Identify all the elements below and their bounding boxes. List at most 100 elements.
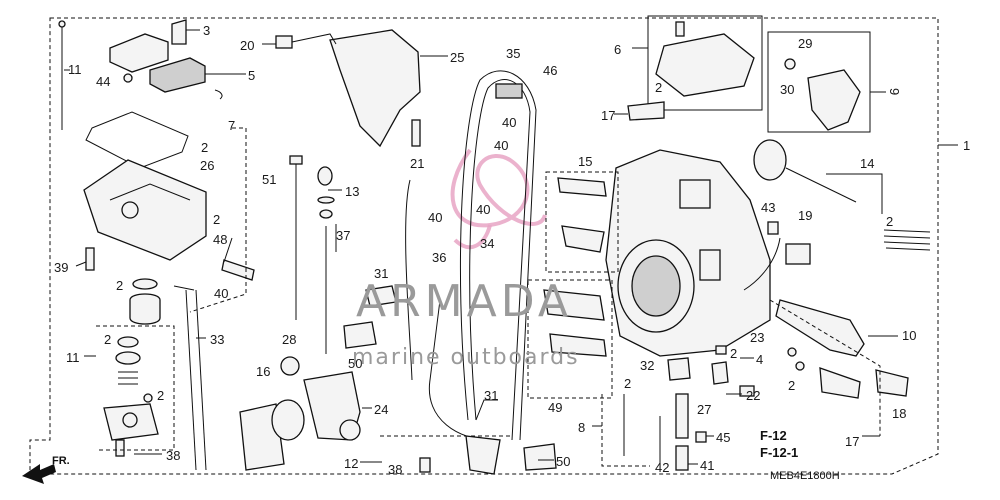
- callout-2-needle: 2: [624, 376, 631, 391]
- callout-23: 23: [750, 330, 764, 345]
- callout-41: 41: [700, 458, 714, 473]
- pump-cap: [115, 351, 141, 365]
- boundary-49: [527, 279, 613, 399]
- screw-38b: [419, 457, 431, 473]
- screw-45: [695, 431, 707, 443]
- boundary-15: [545, 171, 619, 273]
- reference-code-secondary: F-12-1: [760, 445, 798, 460]
- left-assembly: [58, 19, 255, 457]
- o-ring-2a: [132, 278, 158, 290]
- washer-44: [123, 73, 133, 83]
- boundary-17: [769, 299, 881, 436]
- link-49a: [543, 289, 605, 321]
- chamber-port: [121, 201, 139, 219]
- link-15a: [557, 177, 607, 197]
- o-ring-2e: [795, 361, 805, 371]
- needle-clip: [289, 155, 303, 165]
- lever-9: [807, 69, 861, 131]
- carb-bore: [631, 255, 681, 317]
- callout-37: 37: [336, 228, 350, 243]
- bolt-43: [767, 221, 779, 235]
- jet-4: [711, 361, 729, 385]
- callout-26: 26: [200, 158, 214, 173]
- hose-sleeve: [495, 83, 523, 99]
- plate-50b: [523, 443, 557, 471]
- callout-38-choke: 38: [388, 462, 402, 477]
- hose-46: [469, 79, 531, 441]
- callout-31-b: 31: [484, 388, 498, 403]
- washer-2-jet: [715, 345, 727, 355]
- link-15b: [561, 225, 605, 253]
- callout-40-c: 40: [428, 210, 442, 225]
- callout-43: 43: [761, 200, 775, 215]
- callout-22: 22: [746, 388, 760, 403]
- callout-28: 28: [282, 332, 296, 347]
- callout-51: 51: [262, 172, 276, 187]
- jet-41: [675, 445, 689, 471]
- boundary-11: [96, 325, 175, 451]
- boundary-8: [601, 394, 650, 467]
- valve-48: [221, 259, 255, 281]
- callout-50-a: 50: [348, 356, 362, 371]
- front-arrow-icon: [22, 464, 56, 484]
- callout-29: 29: [798, 36, 812, 51]
- gasket: [85, 111, 189, 169]
- screw-39: [85, 247, 95, 271]
- collar-28: [280, 356, 300, 376]
- screw-38: [115, 439, 125, 457]
- bolt-21: [411, 119, 421, 147]
- callout-50-b: 50: [556, 454, 570, 469]
- plate-50: [343, 321, 377, 349]
- jet-32: [667, 357, 691, 381]
- callout-25: 25: [450, 50, 464, 65]
- front-label: FR.: [52, 455, 70, 467]
- tube-33b: [185, 289, 197, 471]
- watermark-knot: [450, 148, 547, 250]
- hose-assembly: [459, 70, 537, 441]
- watermark-brand: ARMADA: [356, 276, 572, 327]
- carburetor-body: [527, 15, 931, 471]
- callout-45: 45: [716, 430, 730, 445]
- sensor-wire: [743, 237, 781, 291]
- sensor-18: [875, 369, 909, 397]
- callout-33: 33: [210, 332, 224, 347]
- chamber-detail: [109, 183, 191, 201]
- callout-9: 9: [887, 88, 902, 95]
- float-chamber: [83, 159, 207, 261]
- watermark-tagline: marine outboards: [352, 345, 580, 370]
- leader-48: [223, 237, 233, 263]
- front-direction: FR.: [22, 455, 70, 484]
- callout-10: 10: [902, 328, 916, 343]
- callout-27: 27: [697, 402, 711, 417]
- leader-lines: [64, 29, 898, 465]
- rod-11-head: [58, 20, 66, 28]
- top-cap-screw: [675, 21, 685, 37]
- callout-12: 12: [344, 456, 358, 471]
- washer-29: [784, 58, 796, 70]
- callout-11-pump: 11: [66, 350, 80, 365]
- callout-38-pump: 38: [166, 448, 180, 463]
- callout-46: 46: [543, 63, 557, 78]
- carb-top-port: [679, 179, 711, 209]
- callout-7: 7: [228, 118, 235, 133]
- spring-clip: [214, 89, 223, 100]
- tube-33: [195, 289, 207, 471]
- callout-3: 3: [203, 23, 210, 38]
- callout-2-jet: 2: [730, 346, 737, 361]
- callout-18: 18: [892, 406, 906, 421]
- throttle-shaft: [785, 167, 857, 203]
- callout-21: 21: [410, 156, 424, 171]
- reference-code-primary: F-12: [760, 428, 787, 443]
- callout-40-b: 40: [494, 138, 508, 153]
- link-17: [627, 101, 665, 121]
- callout-19: 19: [798, 208, 812, 223]
- callout-2-fitting: 2: [788, 378, 795, 393]
- hose-end: [475, 399, 498, 421]
- leader-40e: [173, 285, 195, 291]
- callout-8: 8: [578, 420, 585, 435]
- screw-20: [275, 35, 293, 49]
- sensor-19: [785, 243, 811, 265]
- top-cover-lower: [149, 57, 206, 93]
- callout-40-d: 40: [476, 202, 490, 217]
- clip-3: [171, 19, 187, 45]
